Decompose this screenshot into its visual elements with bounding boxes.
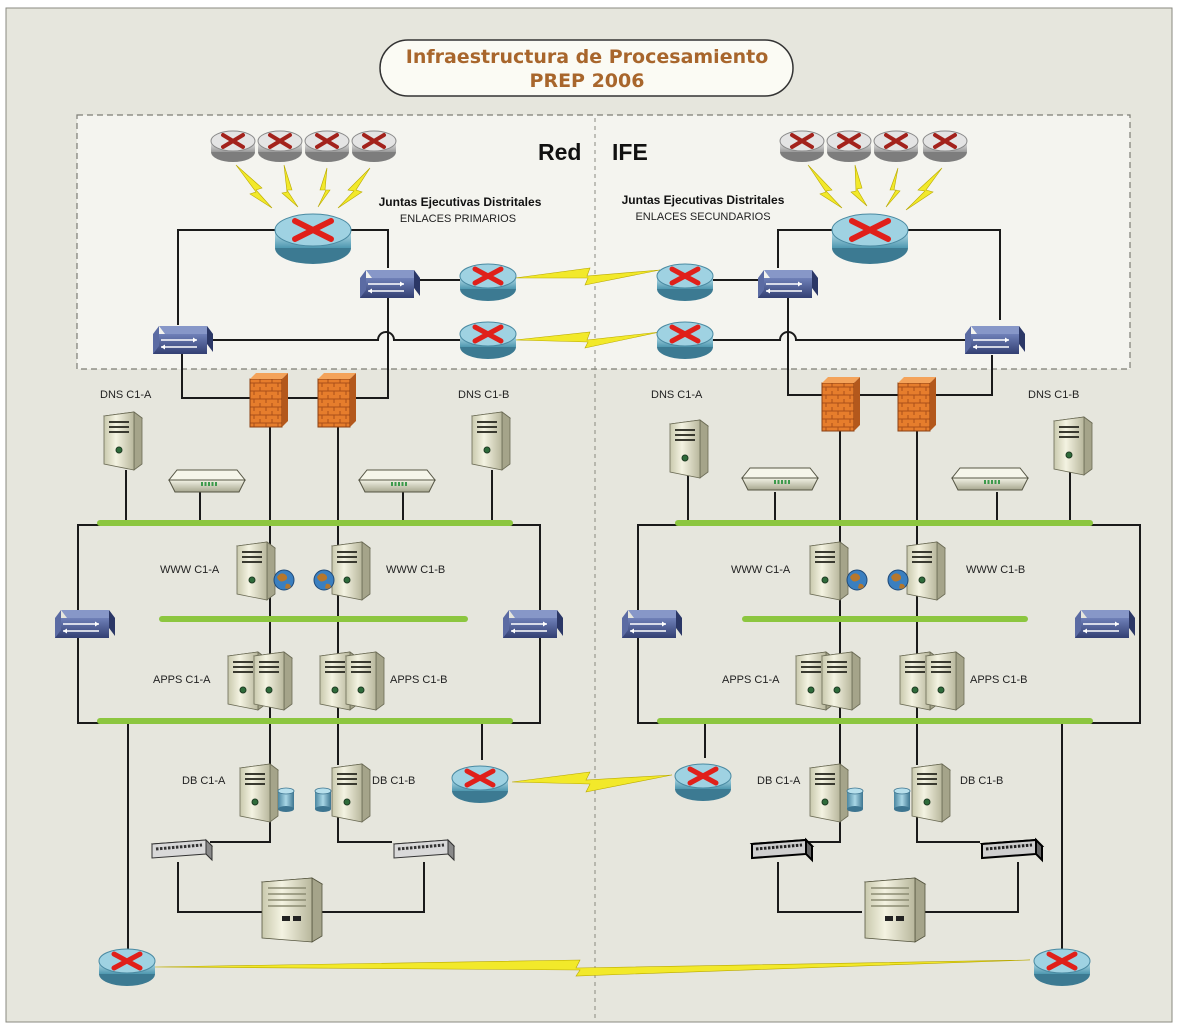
router-icon [460, 322, 516, 359]
title-box: Infraestructura de Procesamiento PREP 20… [379, 39, 794, 97]
load-balancer-icon [950, 466, 1030, 492]
network-ife-label: IFE [612, 139, 648, 165]
database-icon [893, 787, 911, 813]
network-red-label: Red [538, 139, 581, 165]
router-icon [275, 214, 351, 264]
server-icon [331, 763, 371, 823]
database-icon [277, 787, 295, 813]
right-www-b-label: WWW C1-B [966, 564, 1025, 576]
title-line2: PREP 2006 [530, 70, 645, 92]
right-db-b-label: DB C1-B [960, 775, 1003, 787]
left-dns-a-label: DNS C1-A [100, 389, 152, 401]
juntas-left-title: Juntas Ejecutivas Distritales [379, 195, 542, 209]
router-icon [99, 949, 155, 986]
router-icon [825, 129, 873, 164]
router-icon [778, 129, 826, 164]
right-www-a-label: WWW C1-A [731, 564, 791, 576]
server-icon [103, 411, 143, 471]
router-icon [657, 264, 713, 301]
right-dns-a-label: DNS C1-A [651, 389, 703, 401]
router-icon [657, 322, 713, 359]
right-db-a-label: DB C1-A [757, 775, 801, 787]
router-icon [675, 764, 731, 801]
lan-buses [97, 520, 1093, 724]
web-globe-icon [887, 569, 909, 591]
load-balancer-icon [740, 466, 820, 492]
router-icon [209, 129, 257, 164]
server-icon [809, 763, 849, 823]
server-icon [906, 541, 946, 601]
web-globe-icon [273, 569, 295, 591]
router-icon [1034, 949, 1090, 986]
firewall-icon [317, 372, 357, 428]
server-icon [320, 652, 384, 710]
server-icon [1053, 416, 1093, 476]
router-icon [460, 264, 516, 301]
router-icon [832, 214, 908, 264]
router-icon [350, 129, 398, 164]
router-icon [452, 766, 508, 803]
web-globe-icon [313, 569, 335, 591]
storage-array-icon [864, 877, 926, 943]
left-db-a-label: DB C1-A [182, 775, 226, 787]
wan-links [154, 164, 1031, 977]
storage-array-icon [261, 877, 323, 943]
router-icon [872, 129, 920, 164]
database-icon [846, 787, 864, 813]
server-icon [236, 541, 276, 601]
load-balancer-icon [357, 468, 437, 494]
right-dns-b-label: DNS C1-B [1028, 389, 1079, 401]
server-icon [228, 652, 292, 710]
title-line1: Infraestructura de Procesamiento [406, 46, 769, 68]
web-globe-icon [846, 569, 868, 591]
load-balancer-icon [167, 468, 247, 494]
server-icon [900, 652, 964, 710]
router-icon [303, 129, 351, 164]
left-www-b-label: WWW C1-B [386, 564, 445, 576]
database-icon [314, 787, 332, 813]
server-icon [471, 411, 511, 471]
server-icon [331, 541, 371, 601]
firewall-icon [249, 372, 289, 428]
firewall-icon [897, 376, 937, 432]
juntas-right-title: Juntas Ejecutivas Distritales [622, 193, 785, 207]
server-icon [796, 652, 860, 710]
left-apps-a-label: APPS C1-A [153, 674, 211, 686]
juntas-left-subtitle: ENLACES PRIMARIOS [400, 213, 516, 225]
left-dns-b-label: DNS C1-B [458, 389, 509, 401]
router-icon [256, 129, 304, 164]
server-icon [809, 541, 849, 601]
router-icon [921, 129, 969, 164]
server-icon [911, 763, 951, 823]
firewall-icon [821, 376, 861, 432]
right-apps-a-label: APPS C1-A [722, 674, 780, 686]
right-apps-b-label: APPS C1-B [970, 674, 1027, 686]
juntas-right-subtitle: ENLACES SECUNDARIOS [635, 211, 770, 223]
server-icon [669, 419, 709, 479]
left-apps-b-label: APPS C1-B [390, 674, 447, 686]
server-icon [239, 763, 279, 823]
left-www-a-label: WWW C1-A [160, 564, 220, 576]
left-db-b-label: DB C1-B [372, 775, 415, 787]
